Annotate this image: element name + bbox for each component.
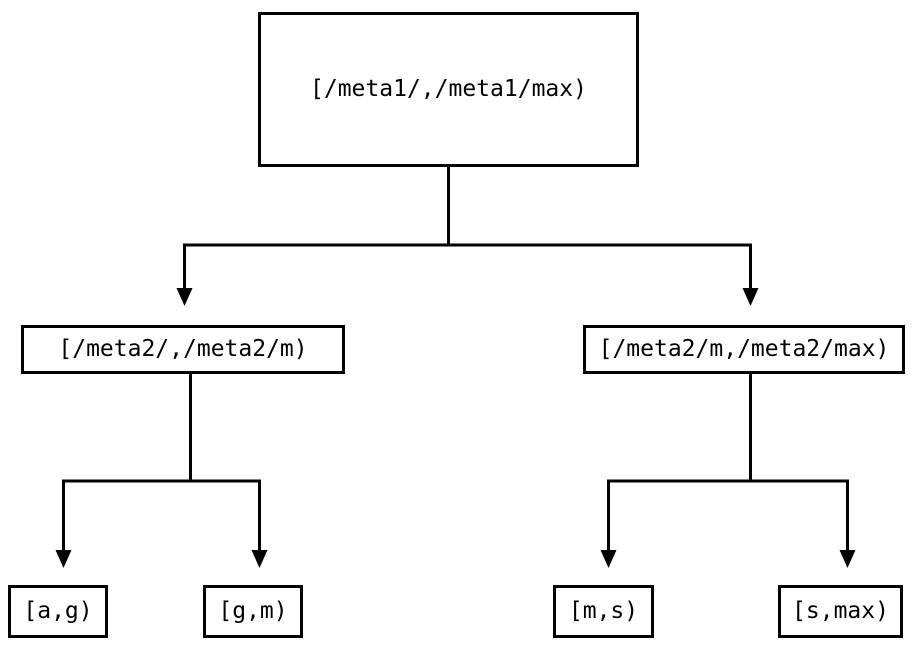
tree-node-mid-right[interactable]: [/meta2/m,/meta2/max) xyxy=(583,325,905,374)
arrowhead-down-leaf-ag xyxy=(55,550,72,568)
tree-node-root-label: [/meta1/,/meta1/max) xyxy=(310,76,587,102)
tree-node-root[interactable]: [/meta1/,/meta1/max) xyxy=(258,12,639,167)
arrowhead-down-leaf-ms xyxy=(600,550,617,568)
tree-node-mid-left[interactable]: [/meta2/,/meta2/m) xyxy=(21,325,345,374)
arrowhead-down-leaf-smax xyxy=(839,550,856,568)
tree-node-leaf-gm[interactable]: [g,m) xyxy=(203,585,303,638)
tree-node-mid-right-label: [/meta2/m,/meta2/max) xyxy=(598,336,890,362)
tree-node-leaf-smax-label: [s,max) xyxy=(792,598,889,624)
tree-node-leaf-ag[interactable]: [a,g) xyxy=(8,585,108,638)
tree-node-leaf-gm-label: [g,m) xyxy=(218,598,288,624)
arrowhead-down-leaf-gm xyxy=(251,550,268,568)
tree-node-leaf-ms[interactable]: [m,s) xyxy=(553,585,654,638)
arrowhead-down-mid-right xyxy=(742,288,759,306)
edge-mid-left-to-leaves xyxy=(55,374,268,568)
edge-mid-right-to-leaves xyxy=(600,374,856,568)
tree-node-leaf-ms-label: [m,s) xyxy=(568,598,639,624)
arrowhead-down-mid-left xyxy=(176,288,193,306)
edge-root-to-mid-level xyxy=(176,167,759,306)
tree-node-leaf-smax[interactable]: [s,max) xyxy=(778,585,903,638)
tree-node-mid-left-label: [/meta2/,/meta2/m) xyxy=(58,336,308,362)
tree-node-leaf-ag-label: [a,g) xyxy=(23,598,93,624)
